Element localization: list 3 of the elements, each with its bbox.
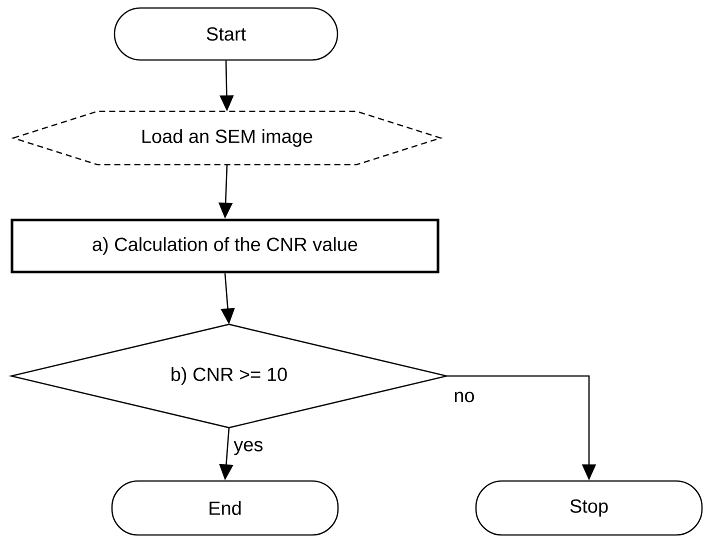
- edge-label: yes: [232, 440, 264, 456]
- edge-label: no: [452, 390, 476, 404]
- process-box: a) Calculation of the CNR value: [10, 218, 440, 274]
